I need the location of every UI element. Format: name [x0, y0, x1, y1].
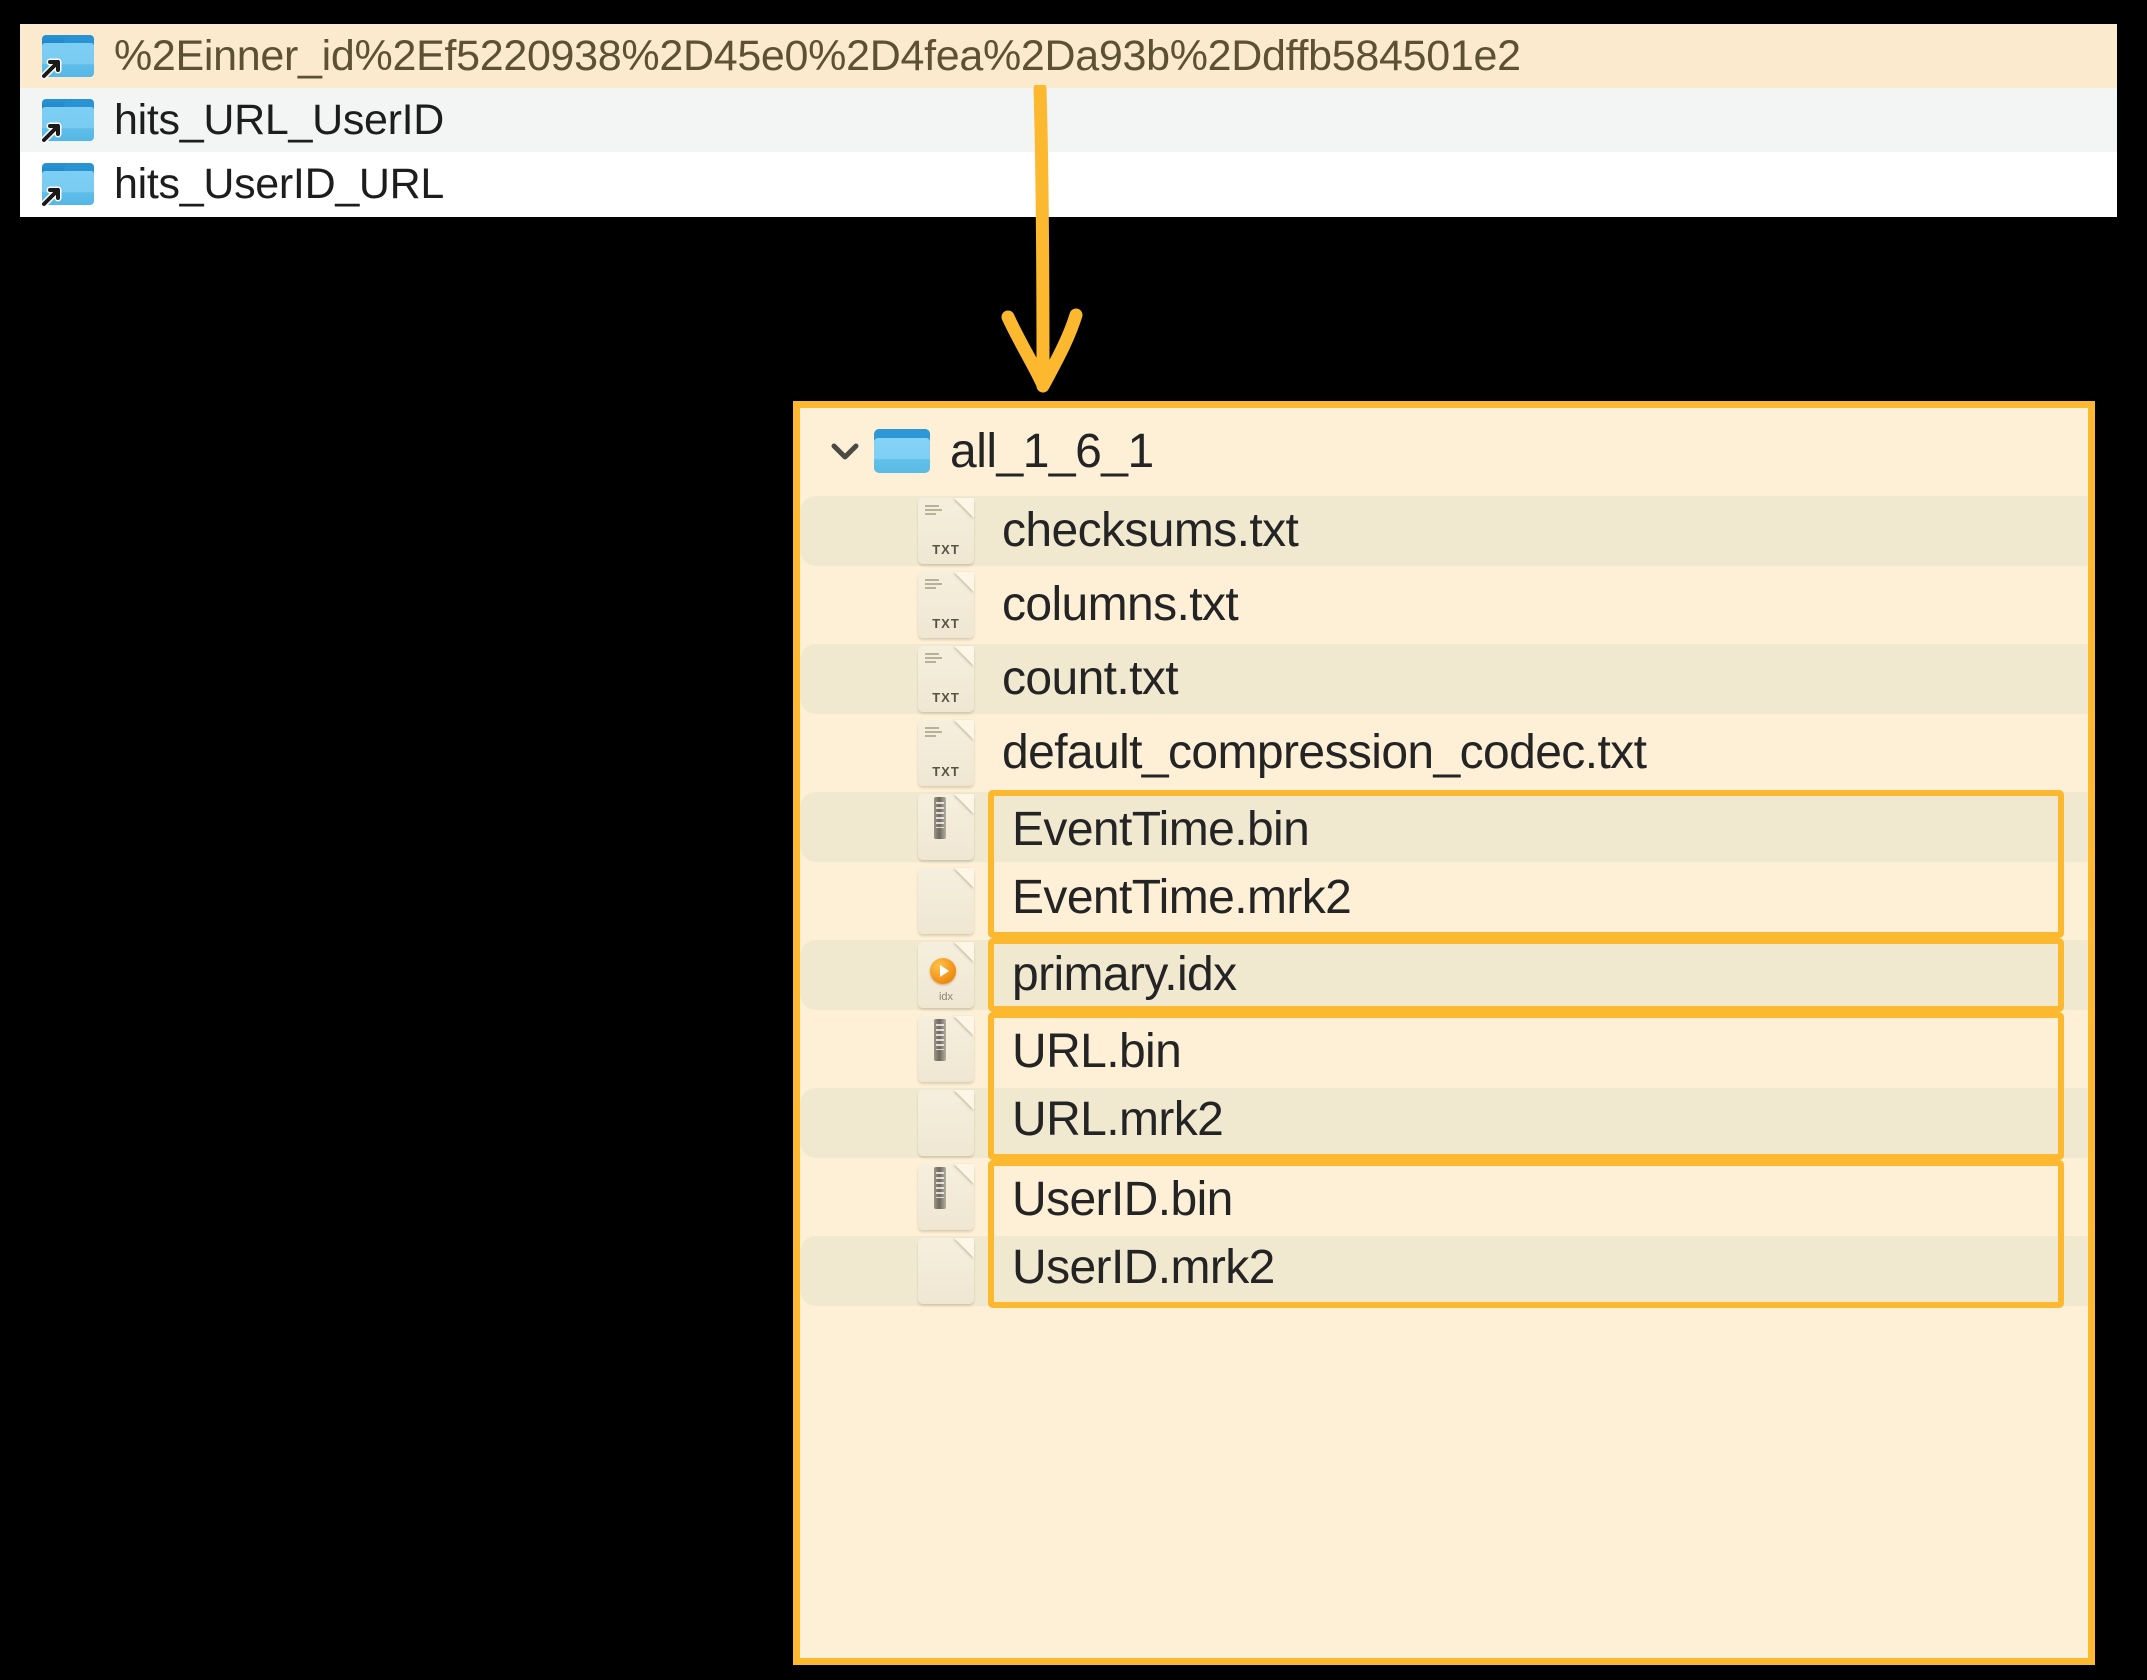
file-name: URL.bin [1012, 1025, 1182, 1078]
blank-file-icon [918, 1090, 974, 1156]
bin-file-icon [918, 1016, 974, 1082]
file-name-cell-highlighted: EventTime.mrk2 [988, 864, 2064, 938]
file-row[interactable]: EventTime.mrk2 [800, 864, 2088, 938]
file-name: count.txt [1002, 652, 1179, 705]
file-name: default_compression_codec.txt [1002, 726, 1647, 779]
down-arrow-annotation [1001, 85, 1083, 393]
bin-file-icon [918, 1164, 974, 1230]
file-row[interactable]: idx primary.idx [800, 938, 2088, 1012]
list-item-label: hits_URL_UserID [114, 95, 445, 144]
file-name: EventTime.mrk2 [1012, 871, 1352, 924]
folder-symlink-icon [40, 35, 94, 80]
list-item[interactable]: hits_URL_UserID [20, 88, 2117, 152]
file-row[interactable]: UserID.mrk2 [800, 1234, 2088, 1308]
list-item[interactable]: %2Einner_id%2Ef5220938%2D45e0%2D4fea%2Da… [20, 24, 2117, 88]
folder-symlink-icon [40, 99, 94, 144]
file-row[interactable]: TXT columns.txt [800, 568, 2088, 642]
file-icon-ext-label: TXT [932, 616, 960, 631]
file-name-cell-highlighted: EventTime.bin [988, 790, 2064, 864]
folder-icon [874, 429, 930, 473]
blank-file-icon [918, 868, 974, 934]
list-item-label: hits_UserID_URL [114, 159, 445, 208]
file-icon-ext-label: idx [938, 991, 954, 1003]
file-name-cell: default_compression_codec.txt [988, 716, 2088, 790]
symlink-arrow-overlay [40, 186, 62, 208]
symlink-folder-list-panel: %2Einner_id%2Ef5220938%2D45e0%2D4fea%2Da… [20, 24, 2117, 217]
idx-file-icon: idx [918, 942, 974, 1008]
file-icon-ext-label: TXT [932, 690, 960, 705]
symlink-arrow-overlay [40, 122, 62, 144]
blank-file-icon [918, 1238, 974, 1304]
symlink-arrow-overlay [40, 58, 62, 80]
folder-symlink-icon [40, 163, 94, 208]
file-name: columns.txt [1002, 578, 1239, 631]
bin-file-icon [918, 794, 974, 860]
part-file-list: all_1_6_1 TXT checksums.txt TXT columns.… [800, 408, 2088, 1658]
file-name: URL.mrk2 [1012, 1093, 1224, 1146]
file-name: UserID.mrk2 [1012, 1241, 1275, 1294]
file-name: UserID.bin [1012, 1173, 1233, 1226]
file-icon-ext-label: TXT [932, 542, 960, 557]
txt-file-icon: TXT [918, 498, 974, 564]
file-row[interactable]: EventTime.bin [800, 790, 2088, 864]
file-row[interactable]: URL.bin [800, 1012, 2088, 1086]
txt-file-icon: TXT [918, 572, 974, 638]
file-name: primary.idx [1012, 948, 1237, 1001]
file-row[interactable]: TXT default_compression_codec.txt [800, 716, 2088, 790]
part-directory-header[interactable]: all_1_6_1 [800, 408, 2088, 494]
file-name: EventTime.bin [1012, 803, 1310, 856]
file-icon-ext-label: TXT [932, 764, 960, 779]
part-directory-name: all_1_6_1 [950, 424, 1154, 478]
file-name-cell-highlighted: primary.idx [988, 938, 2064, 1012]
file-name-cell-highlighted: URL.mrk2 [988, 1086, 2064, 1160]
part-directory-panel: all_1_6_1 TXT checksums.txt TXT columns.… [793, 401, 2095, 1665]
file-name-cell-highlighted: UserID.mrk2 [988, 1234, 2064, 1308]
file-row[interactable]: URL.mrk2 [800, 1086, 2088, 1160]
file-row[interactable]: UserID.bin [800, 1160, 2088, 1234]
chevron-down-icon[interactable] [822, 428, 868, 474]
txt-file-icon: TXT [918, 646, 974, 712]
file-name-cell-highlighted: UserID.bin [988, 1160, 2064, 1234]
file-name-cell: count.txt [988, 642, 2088, 716]
txt-file-icon: TXT [918, 720, 974, 786]
file-row[interactable]: TXT checksums.txt [800, 494, 2088, 568]
file-name-cell: checksums.txt [988, 494, 2088, 568]
list-item[interactable]: hits_UserID_URL [20, 152, 2117, 216]
file-name: checksums.txt [1002, 504, 1299, 557]
list-item-label: %2Einner_id%2Ef5220938%2D45e0%2D4fea%2Da… [114, 31, 1521, 80]
file-row[interactable]: TXT count.txt [800, 642, 2088, 716]
file-name-cell-highlighted: URL.bin [988, 1012, 2064, 1086]
file-name-cell: columns.txt [988, 568, 2088, 642]
